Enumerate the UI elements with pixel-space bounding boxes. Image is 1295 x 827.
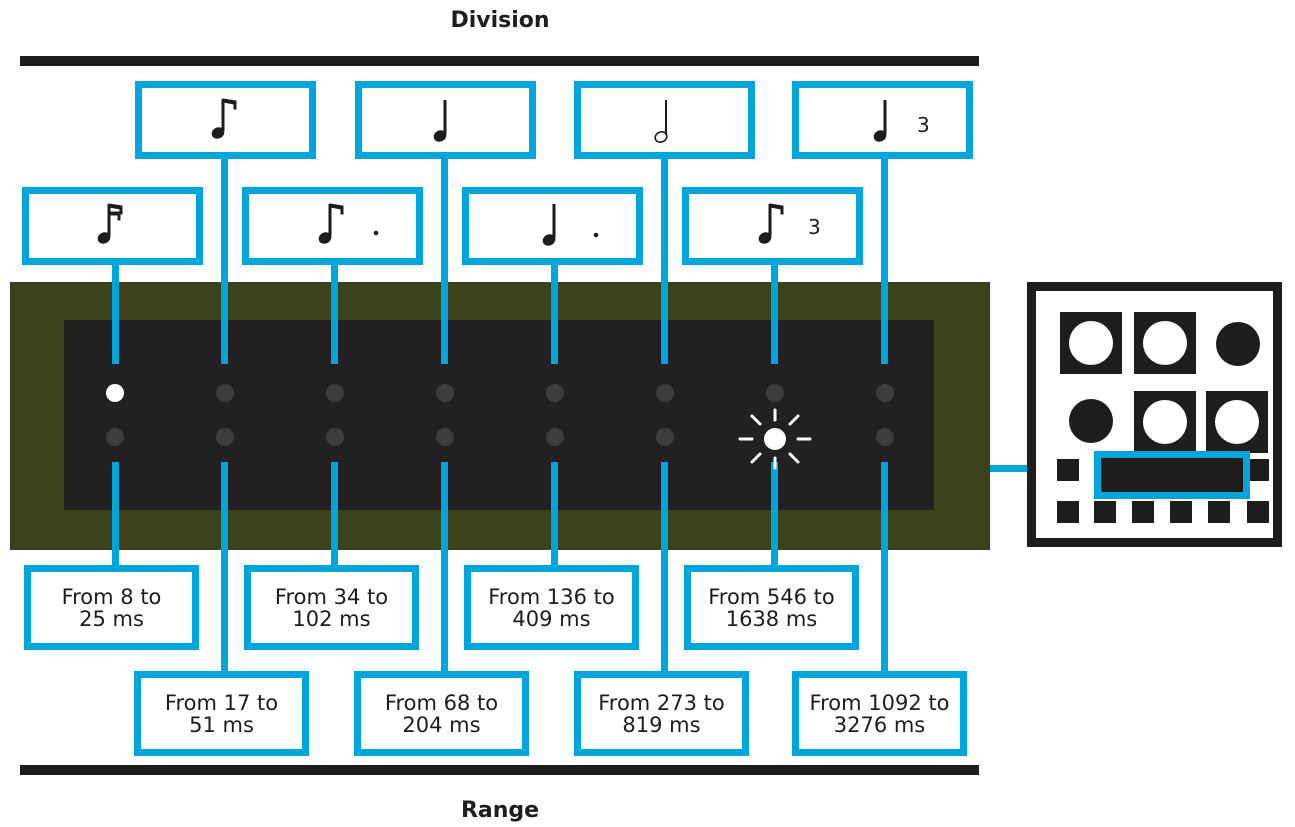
led-quarter-triplet-lower — [876, 428, 894, 446]
division-heading: Division — [450, 8, 550, 33]
leader-range-4 — [441, 462, 448, 674]
panel-key — [1132, 501, 1154, 523]
led-16th-triplet-upper — [766, 384, 784, 402]
quarter-triplet-note-icon — [873, 100, 887, 142]
range-box-3: From 34 to 102 ms — [244, 565, 419, 650]
led-dotted-quarter-lower — [546, 428, 564, 446]
panel-key — [1170, 501, 1192, 523]
led-quarter-lower — [436, 428, 454, 446]
led-16th-lower — [216, 428, 234, 446]
led-half-lower — [656, 428, 674, 446]
top-rule — [20, 56, 979, 66]
dotted-quarter-note-icon — [542, 204, 599, 246]
led-quarter-triplet-upper — [876, 384, 894, 402]
sixteenth-note-icon — [211, 98, 237, 139]
division-box-16th-triplet — [682, 187, 863, 265]
leader-half — [661, 158, 668, 364]
led-dotted-16th-upper — [326, 384, 344, 402]
division-box-quarter-triplet — [792, 81, 973, 159]
range-box-1: From 8 to 25 ms — [24, 565, 199, 650]
led-16th-upper — [216, 384, 234, 402]
quarter-note-icon — [433, 100, 447, 142]
panel-led-3 — [1216, 322, 1260, 366]
range-box-5: From 136 to 409 ms — [464, 565, 639, 650]
device-panel-icon — [1027, 282, 1282, 547]
leader-range-2 — [221, 462, 228, 674]
leader-quarter-triplet — [881, 158, 888, 364]
panel-display-icon — [1094, 451, 1250, 499]
range-box-6: From 273 to 819 ms — [574, 671, 749, 756]
panel-key — [1247, 459, 1269, 481]
leader-range-1 — [112, 462, 119, 568]
leader-range-5 — [551, 462, 558, 568]
panel-led-6 — [1215, 400, 1259, 444]
led-dotted-16th-lower — [326, 428, 344, 446]
panel-key — [1208, 501, 1230, 523]
panel-led-4 — [1069, 399, 1113, 443]
leader-16th-triplet — [771, 264, 778, 364]
led-32nd-lower — [106, 428, 124, 446]
division-box-dotted-quarter — [462, 187, 643, 265]
triplet-label-16th: 3 — [808, 215, 821, 239]
panel-key — [1057, 459, 1079, 481]
leader-range-3 — [331, 462, 338, 568]
range-heading: Range — [460, 798, 540, 823]
panel-led-5 — [1143, 400, 1187, 444]
leader-range-7 — [771, 462, 778, 568]
division-box-16th — [135, 81, 316, 159]
leader-32nd — [112, 264, 119, 364]
sixteenth-triplet-note-icon — [758, 203, 784, 244]
division-box-quarter — [355, 81, 536, 159]
leader-dotted-16th — [331, 264, 338, 364]
led-display — [64, 320, 934, 510]
range-box-7: From 546 to 1638 ms — [684, 565, 859, 650]
panel-key — [1247, 501, 1269, 523]
panel-key — [1057, 501, 1079, 523]
panel-led-2 — [1143, 321, 1187, 365]
range-box-2: From 17 to 51 ms — [134, 671, 309, 756]
led-dotted-quarter-upper — [546, 384, 564, 402]
thirty-second-note-icon — [97, 203, 123, 244]
triplet-label-quarter: 3 — [917, 113, 930, 137]
panel-led-1 — [1069, 321, 1113, 365]
division-box-32nd — [22, 187, 203, 265]
led-quarter-upper — [436, 384, 454, 402]
half-note-icon — [654, 100, 668, 143]
panel-key — [1094, 501, 1116, 523]
range-box-4: From 68 to 204 ms — [354, 671, 529, 756]
division-box-dotted-16th — [242, 187, 423, 265]
led-half-upper — [656, 384, 674, 402]
division-box-half — [574, 81, 755, 159]
leader-quarter — [441, 158, 448, 364]
dotted-sixteenth-note-icon — [318, 203, 379, 244]
leader-16th — [221, 158, 228, 364]
led-32nd-upper — [106, 384, 124, 402]
leader-dotted-quarter — [551, 264, 558, 364]
leader-range-6 — [661, 462, 668, 674]
bottom-rule — [20, 765, 979, 775]
range-box-8: From 1092 to 3276 ms — [792, 671, 967, 756]
leader-range-8 — [881, 462, 888, 674]
